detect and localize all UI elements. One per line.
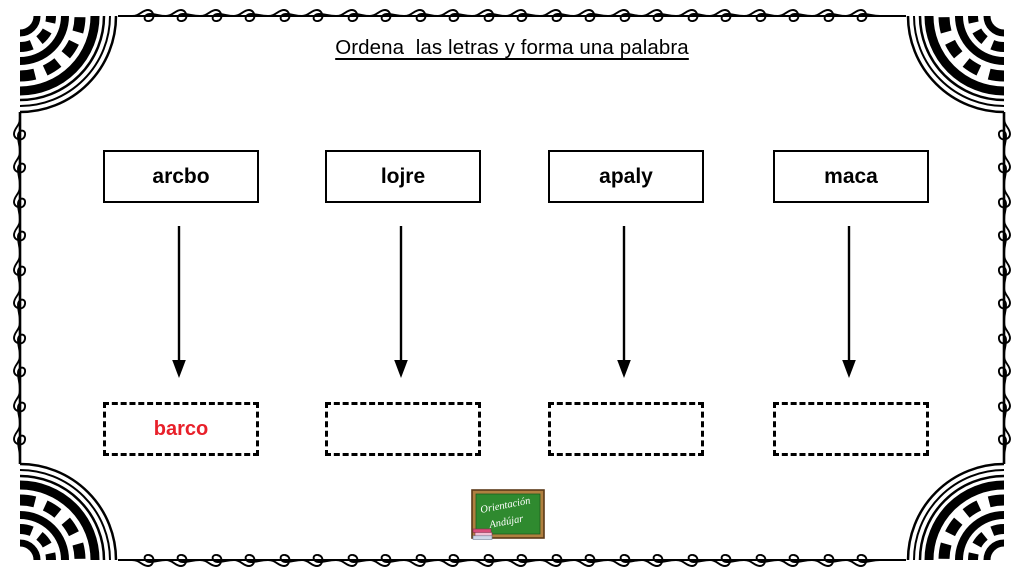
exercise-column: apaly [548, 20, 704, 556]
scrambled-word-box[interactable]: maca [773, 150, 929, 203]
arrow-container [548, 226, 700, 386]
answer-box[interactable]: barco [103, 402, 259, 456]
arrow-container [325, 226, 477, 386]
scrambled-word-text: maca [824, 165, 878, 188]
down-arrow-icon [394, 226, 408, 378]
orientacion-andujar-logo: Orientación Andújar [471, 489, 549, 542]
exercise-column: lojre [325, 20, 481, 556]
answer-box[interactable] [773, 402, 929, 456]
scrambled-word-box[interactable]: arcbo [103, 150, 259, 203]
worksheet-content: Ordena las letras y forma una palabra ar… [28, 20, 996, 556]
exercise-column: arcbo barco [103, 20, 259, 556]
arrow-container [103, 226, 255, 386]
chalkboard-logo-icon: Orientación Andújar [471, 489, 545, 540]
down-arrow-icon [842, 226, 856, 378]
exercise-column: maca [773, 20, 929, 556]
scrambled-word-text: arcbo [152, 165, 210, 188]
arrow-container [773, 226, 925, 386]
answer-text: barco [153, 418, 209, 440]
page-title-text: Ordena las letras y forma una palabra [335, 36, 689, 59]
scrambled-word-box[interactable]: lojre [325, 150, 481, 203]
answer-box[interactable] [325, 402, 481, 456]
scrambled-word-text: lojre [380, 165, 426, 188]
answer-box[interactable] [548, 402, 704, 456]
page-title: Ordena las letras y forma una palabra [28, 36, 996, 60]
scrambled-word-box[interactable]: apaly [548, 150, 704, 203]
scrambled-word-text: apaly [599, 165, 653, 188]
down-arrow-icon [617, 226, 631, 378]
down-arrow-icon [172, 226, 186, 378]
